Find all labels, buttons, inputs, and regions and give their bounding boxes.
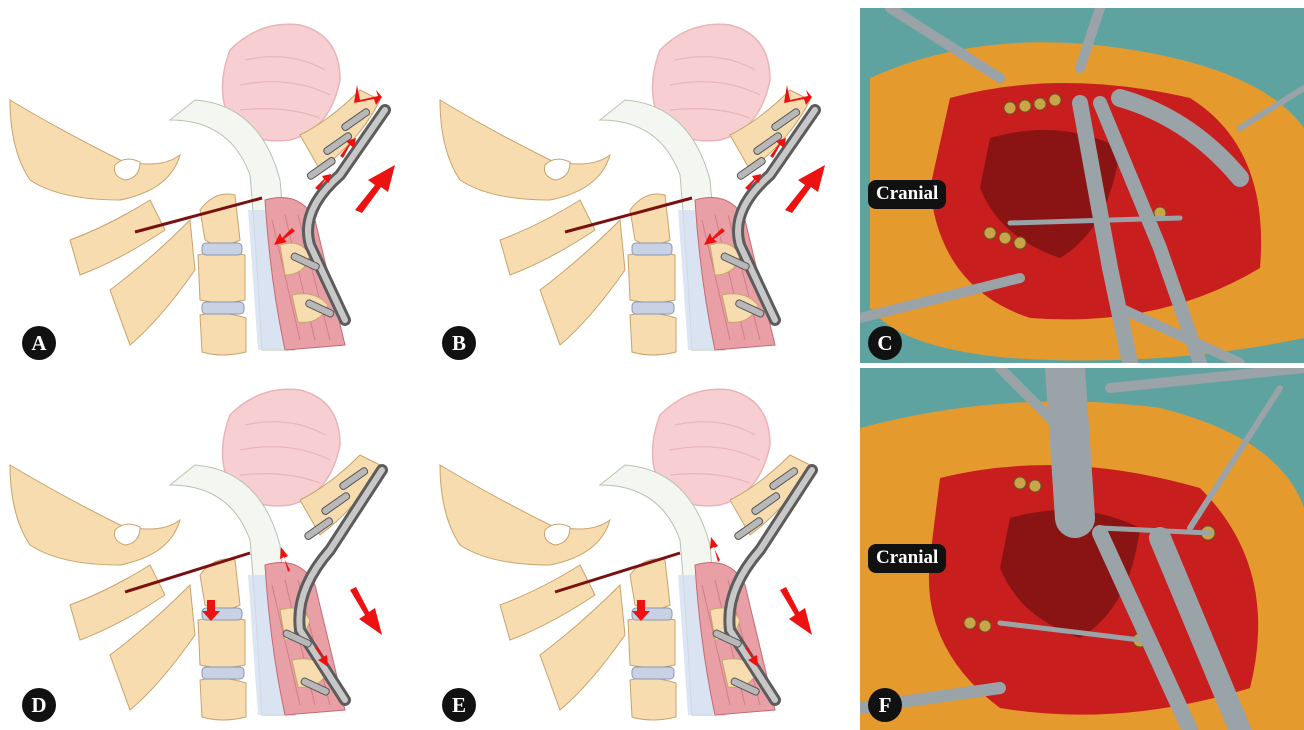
spine-diagram-e [430, 365, 860, 730]
diagram-panel-d: D [0, 365, 430, 730]
panel-label-d: D [22, 688, 56, 722]
panel-label-e: E [442, 688, 476, 722]
diagram-panel-b: B [430, 0, 860, 365]
diagram-panel-a: A [0, 0, 430, 365]
panel-label-c: C [868, 326, 902, 360]
orientation-tag-c: Cranial [868, 180, 946, 209]
spine-diagram-b [430, 0, 860, 365]
spine-diagram-d [0, 365, 430, 730]
orientation-tag-f: Cranial [868, 544, 946, 573]
diagram-panel-e: E [430, 365, 860, 730]
spine-diagram-a [0, 0, 430, 365]
surgical-photo-c: Cranial C [860, 8, 1304, 363]
surgical-photo-f: Cranial F [860, 368, 1304, 730]
panel-label-f: F [868, 688, 902, 722]
panel-label-b: B [442, 326, 476, 360]
panel-label-a: A [22, 326, 56, 360]
